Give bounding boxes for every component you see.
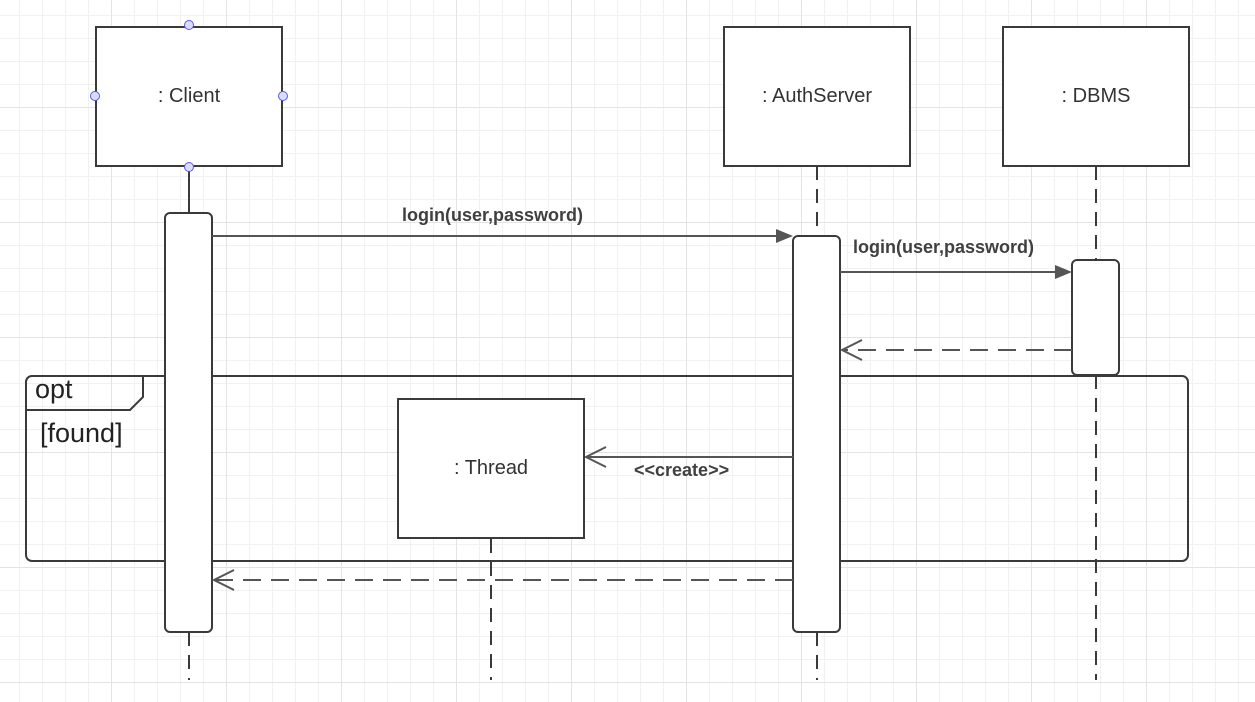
message-login-client-auth-arrowhead — [776, 229, 793, 243]
activation-dbms[interactable] — [1071, 259, 1120, 376]
lifeline-dbms-box[interactable]: : DBMS — [1002, 26, 1190, 167]
resize-handle-right[interactable] — [278, 91, 288, 101]
lifeline-client-label: : Client — [157, 85, 221, 107]
activation-client[interactable] — [164, 212, 213, 633]
messages — [211, 229, 1072, 591]
opt-fragment-tab — [26, 376, 144, 411]
message-login-auth-dbms-label[interactable]: login(user,password) — [853, 237, 1035, 257]
message-create-thread-label[interactable]: <<create>> — [634, 460, 730, 480]
activation-auth[interactable] — [792, 235, 841, 633]
lifeline-thread-box[interactable]: : Thread — [397, 398, 585, 539]
opt-fragment[interactable] — [25, 375, 1189, 562]
opt-fragment-operator: opt — [35, 374, 73, 404]
message-create-thread-arrowhead — [583, 446, 607, 468]
message-return-auth-client-arrowhead — [211, 569, 235, 591]
resize-handle-top[interactable] — [184, 20, 194, 30]
lifeline-client-box[interactable]: : Client — [95, 26, 283, 167]
lifeline-lines — [188, 166, 1097, 680]
resize-handle-left[interactable] — [90, 91, 100, 101]
lifeline-thread-label: : Thread — [453, 457, 529, 479]
activation-bars — [164, 212, 1120, 633]
message-login-client-auth-label[interactable]: login(user,password) — [402, 205, 584, 225]
lifeline-dbms-label: : DBMS — [1061, 85, 1131, 107]
opt-fragment-guard[interactable]: [found] — [40, 418, 123, 448]
opt-fragment-frame[interactable] — [25, 375, 1189, 562]
message-return-dbms-auth-arrowhead — [839, 339, 863, 361]
message-login-auth-dbms-arrowhead — [1055, 265, 1072, 279]
resize-handle-bottom[interactable] — [184, 162, 194, 172]
lifeline-auth-label: : AuthServer — [761, 85, 873, 107]
lifeline-auth-box[interactable]: : AuthServer — [723, 26, 911, 167]
